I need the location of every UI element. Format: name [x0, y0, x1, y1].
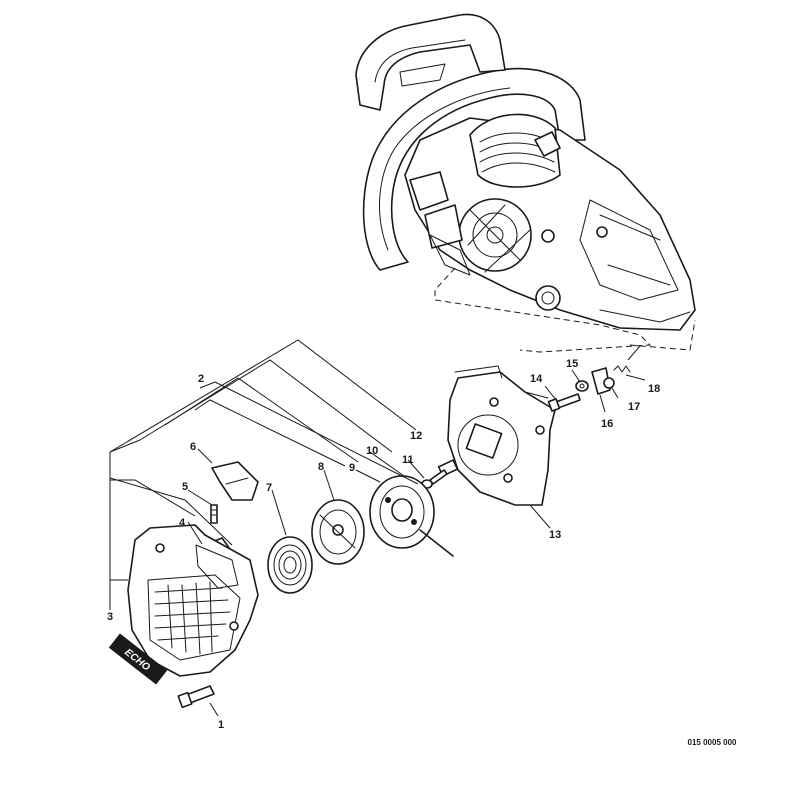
bar-mount-boss: [535, 285, 561, 311]
callout-7: 7: [266, 482, 272, 494]
part-5-screw: [210, 504, 218, 524]
callout-12: 12: [410, 430, 422, 442]
callout-10: 10: [366, 445, 378, 457]
callout-13: 13: [549, 529, 561, 541]
callout-1: 1: [218, 719, 224, 731]
callout-14: 14: [530, 373, 543, 385]
hand-guard: [355, 13, 506, 111]
assembly-leader-lines: [109, 339, 425, 610]
part-1-bolt: [177, 685, 219, 717]
callout-16: 16: [601, 418, 613, 430]
callout-2: 2: [198, 373, 204, 385]
diagram-reference-code: 015 0005 000: [688, 738, 737, 747]
part-12-screw: [421, 459, 459, 489]
callout-5: 5: [182, 481, 188, 493]
part-16-bracket: [591, 367, 611, 413]
part-13-fan-housing: [447, 365, 556, 529]
callout-9: 9: [349, 462, 355, 474]
callout-4: 4: [179, 517, 186, 529]
callout-15: 15: [566, 358, 578, 370]
part-9-rope-pulley: [369, 475, 454, 557]
callout-3: 3: [107, 611, 113, 623]
callout-17: 17: [628, 401, 640, 413]
front-handle: [362, 67, 586, 271]
callout-11: 11: [402, 454, 414, 466]
chainsaw-powerhead: [355, 13, 696, 353]
cylinder: [469, 113, 561, 188]
callout-8: 8: [318, 461, 324, 473]
part-18-spring: [613, 345, 646, 381]
part-14-screw: [544, 385, 581, 412]
part-7-recoil-spring: [267, 536, 313, 594]
part-6-starter-grip: [211, 461, 259, 501]
part-17-washer: [603, 377, 619, 399]
callouts: 1 2 3 4 5 6 7 8 9 10 11 12 13 14 15 16 1…: [107, 358, 660, 731]
starter-rope: [419, 529, 454, 557]
part-15-washer: [571, 369, 589, 392]
callout-6: 6: [190, 441, 196, 453]
callout-18: 18: [648, 383, 660, 395]
mounting-outline: [434, 267, 652, 353]
spark-plug-boot: [534, 131, 561, 157]
part-8-spring-case: [311, 499, 365, 565]
part-3-starter-cover: [127, 524, 259, 677]
